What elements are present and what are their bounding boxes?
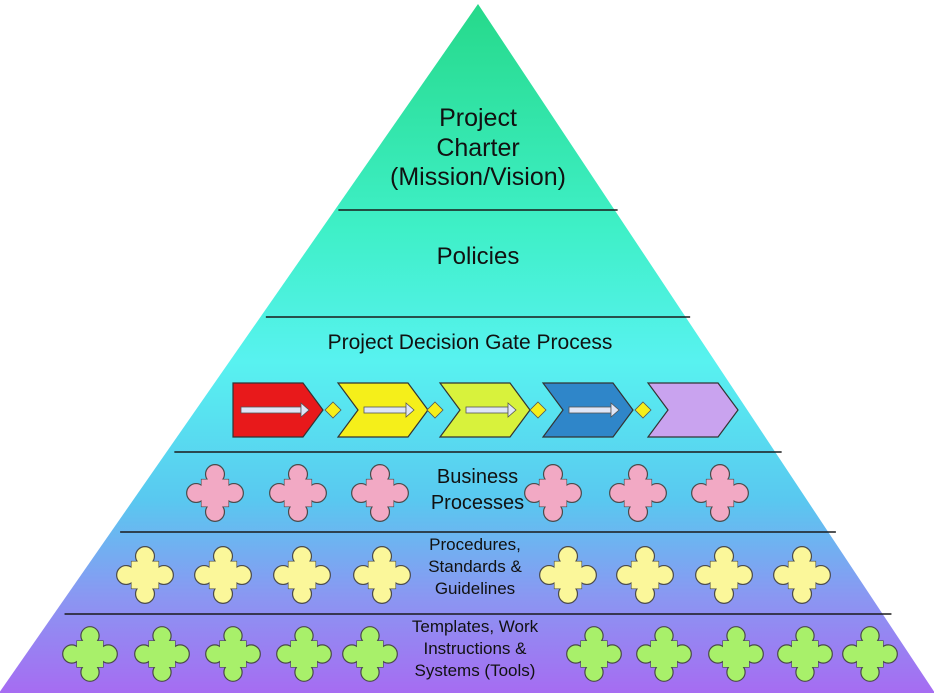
gate-arrow-shaft-1 bbox=[240, 406, 302, 414]
decision-gate-label: Project Decision Gate Process bbox=[230, 331, 710, 356]
gate-stage-5 bbox=[646, 382, 739, 438]
business-processes-label: Business Processes bbox=[395, 465, 560, 516]
gate-diamond-4 bbox=[634, 401, 652, 419]
templates-line-3: Systems (Tools) bbox=[414, 660, 536, 680]
template-piece-1 bbox=[62, 626, 118, 682]
charter-line-1: Project bbox=[439, 104, 517, 132]
template-piece-10 bbox=[842, 626, 898, 682]
template-piece-8 bbox=[708, 626, 764, 682]
template-piece-5 bbox=[342, 626, 398, 682]
gate-arrow-shaft-4 bbox=[568, 406, 612, 414]
gate-arrow-head-4 bbox=[610, 402, 620, 418]
procedure-piece-2 bbox=[194, 546, 252, 604]
business-line-1: Business bbox=[436, 466, 519, 488]
templates-line-1: Templates, Work bbox=[411, 617, 539, 636]
gate-diamond-1 bbox=[324, 401, 342, 419]
policies-text: Policies bbox=[436, 243, 520, 270]
policies-label: Policies bbox=[330, 243, 626, 271]
procedures-line-2: Standards & bbox=[428, 556, 522, 576]
template-piece-7 bbox=[636, 626, 692, 682]
procedure-piece-1 bbox=[116, 546, 174, 604]
business-piece-5 bbox=[609, 464, 667, 522]
gate-arrow-shaft-2 bbox=[363, 406, 407, 414]
business-piece-2 bbox=[269, 464, 327, 522]
template-piece-6 bbox=[566, 626, 622, 682]
procedures-label: Procedures, Standards & Guidelines bbox=[380, 534, 570, 599]
procedure-piece-7 bbox=[695, 546, 753, 604]
template-piece-2 bbox=[134, 626, 190, 682]
charter-line-3: (Mission/Vision) bbox=[390, 163, 566, 191]
procedures-line-3: Guidelines bbox=[434, 578, 516, 598]
charter-label: Project Charter (Mission/Vision) bbox=[330, 104, 626, 193]
gate-arrow-head-2 bbox=[405, 402, 415, 418]
gate-arrow-head-1 bbox=[300, 402, 310, 418]
procedure-piece-4 bbox=[353, 546, 411, 604]
templates-line-2: Instructions & bbox=[423, 638, 527, 658]
template-piece-9 bbox=[777, 626, 833, 682]
business-piece-4 bbox=[524, 464, 582, 522]
procedure-piece-6 bbox=[616, 546, 674, 604]
charter-line-2: Charter bbox=[436, 133, 520, 162]
template-piece-4 bbox=[276, 626, 332, 682]
template-piece-3 bbox=[205, 626, 261, 682]
business-piece-3 bbox=[351, 464, 409, 522]
tier-dividers bbox=[64, 209, 892, 615]
business-piece-1 bbox=[186, 464, 244, 522]
business-line-2: Processes bbox=[430, 491, 525, 514]
gate-diamond-3 bbox=[529, 401, 547, 419]
procedure-piece-8 bbox=[773, 546, 831, 604]
decision-gate-chevrons bbox=[232, 382, 739, 438]
procedures-line-1: Procedures, bbox=[429, 535, 521, 554]
procedure-piece-5 bbox=[539, 546, 597, 604]
puzzle-pieces bbox=[62, 464, 898, 682]
gate-arrow-shaft-3 bbox=[465, 406, 509, 414]
gate-diamond-2 bbox=[426, 401, 444, 419]
decision-gate-text: Project Decision Gate Process bbox=[327, 331, 613, 354]
templates-label: Templates, Work Instructions & Systems (… bbox=[378, 616, 572, 681]
pyramid-body bbox=[0, 4, 934, 693]
procedure-piece-3 bbox=[273, 546, 331, 604]
business-piece-6 bbox=[691, 464, 749, 522]
gate-arrow-head-3 bbox=[507, 402, 517, 418]
